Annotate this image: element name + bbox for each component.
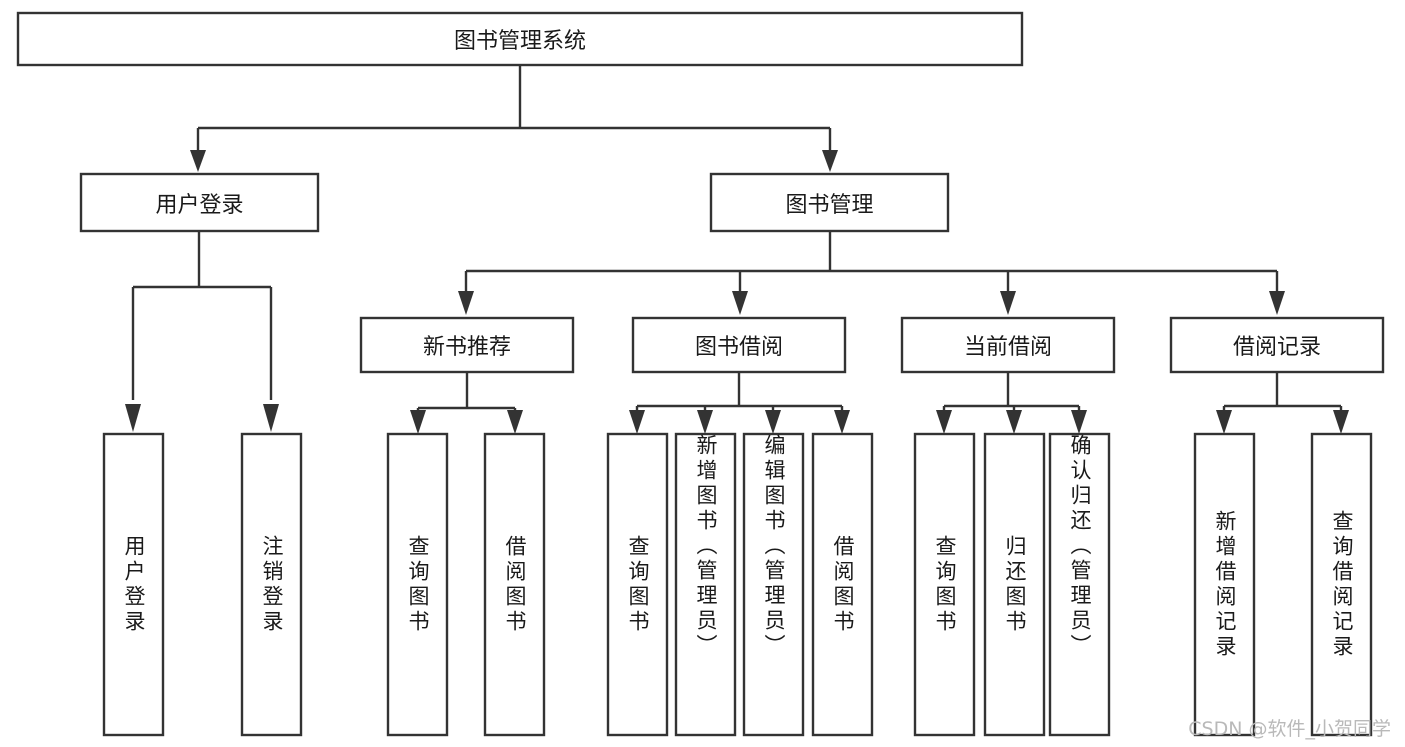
arrow-leaf-confirm-return — [1071, 410, 1087, 434]
arrow-to-book-borrow — [732, 291, 748, 315]
arrow-leaf-return-book — [1006, 410, 1022, 434]
leaf-box-confirm-return[interactable] — [1048, 432, 1111, 737]
leaf-box-borrow-book-2[interactable] — [811, 432, 874, 737]
node-root[interactable] — [16, 11, 1024, 67]
connector-user-login-children — [131, 231, 273, 400]
leaf-box-add-book[interactable] — [674, 432, 737, 737]
connector-borrow-record-children — [1222, 372, 1343, 414]
leaf-box-user-login[interactable] — [102, 432, 165, 737]
leaf-box-query-record[interactable] — [1310, 432, 1373, 737]
connector-root-to-level2 — [196, 65, 832, 152]
arrow-to-borrow-record — [1269, 291, 1285, 315]
arrow-to-current-borrow — [1000, 291, 1016, 315]
connector-book-manage-children — [464, 231, 1279, 293]
arrow-leaf-query-book-3 — [936, 410, 952, 434]
connector-current-borrow-children — [942, 372, 1081, 414]
node-book-manage[interactable] — [709, 172, 950, 233]
arrow-leaf-borrow-book-2 — [834, 410, 850, 434]
node-new-book-recommend[interactable] — [359, 316, 575, 374]
connector-new-book-children — [416, 372, 517, 414]
arrow-leaf-query-book-1 — [410, 410, 426, 434]
arrow-leaf-logout — [263, 404, 279, 432]
node-book-borrow[interactable] — [631, 316, 847, 374]
leaf-box-query-book-2[interactable] — [606, 432, 669, 737]
arrow-to-user-login — [190, 150, 206, 172]
node-user-login[interactable] — [79, 172, 320, 233]
leaf-box-query-book-3[interactable] — [913, 432, 976, 737]
node-borrow-record[interactable] — [1169, 316, 1385, 374]
leaf-box-return-book[interactable] — [983, 432, 1046, 737]
arrow-to-new-book-recommend — [458, 291, 474, 315]
arrow-leaf-borrow-book-1 — [507, 410, 523, 434]
arrow-to-book-manage — [822, 150, 838, 172]
arrow-leaf-add-book — [697, 410, 713, 434]
node-current-borrow[interactable] — [900, 316, 1116, 374]
leaf-box-query-book-1[interactable] — [386, 432, 449, 737]
arrow-leaf-user-login — [125, 404, 141, 432]
arrow-leaf-query-record — [1333, 410, 1349, 434]
arrow-leaf-add-record — [1216, 410, 1232, 434]
leaf-box-edit-book[interactable] — [742, 432, 805, 737]
connector-book-borrow-children — [635, 372, 844, 414]
arrow-leaf-edit-book — [765, 410, 781, 434]
leaf-box-add-record[interactable] — [1193, 432, 1256, 737]
leaf-box-borrow-book-1[interactable] — [483, 432, 546, 737]
arrow-leaf-query-book-2 — [629, 410, 645, 434]
leaf-box-logout[interactable] — [240, 432, 303, 737]
